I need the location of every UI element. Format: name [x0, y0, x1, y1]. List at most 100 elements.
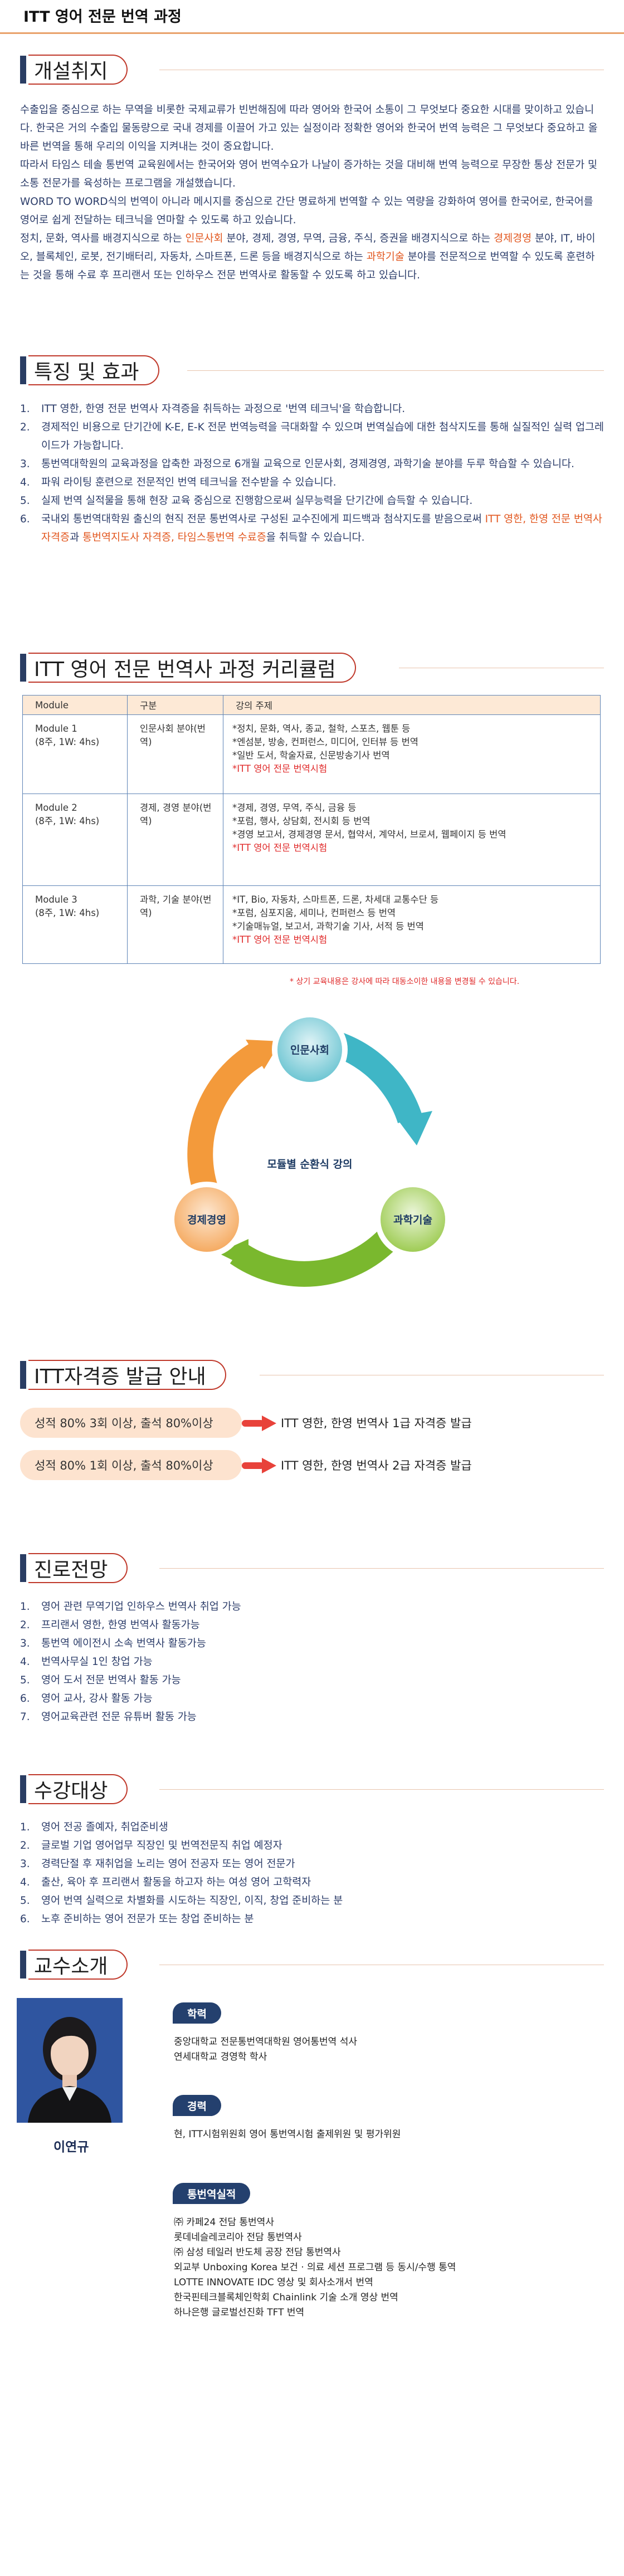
topic-line: *일반 도서, 학술자료, 신문방송기사 번역: [232, 750, 390, 761]
item-number: 1.: [20, 403, 30, 415]
section-title: 진로전망: [34, 1559, 108, 1581]
topic-line: *기술매뉴얼, 보고서, 과학기술 기사, 서적 등 번역: [232, 921, 424, 932]
header-pill: 진로전망: [28, 1553, 128, 1583]
column-header: 구분: [127, 695, 223, 715]
header-pill: 수강대상: [28, 1774, 128, 1804]
section-title: 개설취지: [34, 60, 108, 83]
item-text: 통번역대학원의 교육과정을 압축한 과정으로 6개월 교육으로 인문사회, 경제…: [41, 458, 574, 470]
item-number: 3.: [20, 1858, 30, 1870]
list-item: 2.글로벌 기업 영어업무 직장인 및 번역전문직 취업 예정자: [20, 1836, 605, 1855]
header-pill: 특징 및 효과: [28, 355, 159, 385]
item-number: 3.: [20, 458, 30, 470]
item-text: 영어 도서 전문 번역사 활동 가능: [41, 1674, 181, 1686]
item-text: 실제 번역 실적물을 통해 현장 교육 중심으로 진행함으로써 실무능력을 단기…: [41, 495, 473, 507]
module-name: Module 2: [35, 802, 77, 813]
item-text: 영어 전공 졸예자, 취업준비생: [41, 1821, 168, 1833]
header-bar: [20, 1361, 26, 1389]
highlight: ITT 영한, 한영 전문 번역사 자격증: [41, 513, 602, 543]
topic-cell: *경제, 경영, 무역, 주식, 금융 등 *포럼, 행사, 상담회, 전시회 …: [223, 794, 601, 886]
arrow-right-icon: [242, 1416, 276, 1431]
works-list: ㈜ 카페24 전담 통번역사 롯데네슬레코리아 전담 통번역사 ㈜ 삼성 테일러…: [174, 2215, 456, 2320]
category-cell: 경제, 경영 분야(번역): [127, 794, 223, 886]
item-text: 프리랜서 영한, 한영 번역사 활동가능: [41, 1619, 200, 1631]
header-pill: ITT 영어 전문 번역사 과정 커리큘럼: [28, 653, 356, 683]
column-header: Module: [22, 695, 128, 715]
module-duration: (8주, 1W: 4hs): [35, 908, 100, 918]
list-item: 5.영어 번역 실력으로 차별화를 시도하는 직장인, 이직, 창업 준비하는 …: [20, 1892, 605, 1910]
item-text: 노후 준비하는 영어 전문가 또는 창업 준비하는 분: [41, 1913, 254, 1925]
category-cell: 과학, 기술 분야(번역): [127, 885, 223, 964]
list-item: 4.출산, 육아 후 프리랜서 활동을 하고자 하는 여성 영어 고학력자: [20, 1873, 605, 1892]
item-text: 영어 교사, 강사 활동 가능: [41, 1693, 153, 1705]
header-pill: 교수소개: [28, 1950, 128, 1980]
arrow-right-icon: [242, 1458, 276, 1473]
item-number: 3.: [20, 1638, 30, 1649]
topic-line: *정치, 문화, 역사, 종교, 철학, 스포츠, 웹툰 등: [232, 723, 411, 734]
section-header-career: 진로전망: [20, 1550, 604, 1586]
item-number: 6.: [20, 513, 30, 525]
item-number: 1.: [20, 1821, 30, 1833]
section-title: 교수소개: [34, 1955, 108, 1978]
category-cell: 인문사회 분야(번역): [127, 714, 223, 794]
item-text: 글로벌 기업 영어업무 직장인 및 번역전문직 취업 예정자: [41, 1840, 282, 1852]
node-science: 과학기술: [375, 1182, 451, 1257]
module-duration: (8주, 1W: 4hs): [35, 737, 100, 747]
list-item: 4.번역사무실 1인 창업 가능: [20, 1653, 605, 1671]
certificate-condition: 성적 80% 3회 이상, 출석 80%이상: [20, 1408, 242, 1438]
purpose-paragraph: WORD TO WORD식의 번역이 아니라 메시지를 중심으로 간단 명료하게…: [20, 196, 593, 226]
header-line: [159, 1568, 604, 1569]
table-row: Module 3(8주, 1W: 4hs) 과학, 기술 분야(번역) *IT,…: [22, 885, 601, 964]
module-name: Module 1: [35, 723, 77, 734]
header-bar: [20, 56, 26, 84]
works-item: 한국핀테크블록체인학회 Chainlink 기술 소개 영상 번역: [174, 2292, 398, 2303]
node-label: 과학기술: [393, 1214, 432, 1226]
section-header-target: 수강대상: [20, 1771, 604, 1808]
header-bar: [20, 356, 26, 384]
career-history: 현, ITT시험위원회 영어 통번역시험 출제위원 및 평가위원: [174, 2127, 401, 2142]
list-item: 6. 국내외 통번역대학원 출신의 현직 전문 통번역사로 구성된 교수진에게 피…: [20, 510, 605, 547]
item-text: 국내외 통번역대학원 출신의 현직 전문 통번역사로 구성된 교수진에게 피드백…: [41, 510, 605, 547]
text: 을 취득할 수 있습니다.: [266, 532, 365, 543]
node-humanities: 인문사회: [272, 1012, 348, 1088]
certificate-result: ITT 영한, 한영 번역사 2급 자격증 발급: [281, 1459, 472, 1472]
header-bar: [20, 654, 26, 682]
career-list: 1.영어 관련 무역기업 인하우스 번역사 취업 가능 2.프리랜서 영한, 한…: [20, 1598, 605, 1726]
text: 분야를 전문적으로 번역할 수 있도록 훈련하는 것을 통해 수료 후 프리랜서…: [20, 251, 595, 281]
purpose-text: 수출입을 중심으로 하는 무역을 비롯한 국제교류가 빈번해짐에 따라 영어와 …: [20, 101, 603, 285]
list-item: 5.영어 도서 전문 번역사 활동 가능: [20, 1671, 605, 1689]
cycle-arrow-green: [218, 1230, 397, 1287]
section-title: ITT자격증 발급 안내: [34, 1365, 206, 1388]
text: 분야, 경제, 경영, 무역, 금융, 주식, 증권을 배경지식으로 하는: [223, 233, 494, 244]
exam-line: *ITT 영어 전문 번역시험: [232, 843, 328, 853]
badge-works: 통번역실적: [173, 2183, 251, 2204]
module-cell: Module 2(8주, 1W: 4hs): [22, 794, 128, 886]
item-number: 4.: [20, 477, 30, 488]
item-text: 영어교육관련 전문 유튜버 활동 가능: [41, 1711, 197, 1723]
item-number: 6.: [20, 1693, 30, 1705]
cycle-diagram: 인문사회 과학기술 경제경영 모듈별 순환식 강의: [169, 1012, 451, 1287]
professor-name: 이연규: [53, 2140, 89, 2154]
highlight: 경제경영: [494, 233, 532, 244]
item-number: 5.: [20, 495, 30, 507]
section-header-features: 특징 및 효과: [20, 352, 604, 389]
purpose-paragraph: 정치, 문화, 역사를 배경지식으로 하는 인문사회 분야, 경제, 경영, 무…: [20, 229, 603, 285]
item-text: 경제적인 비용으로 단기간에 K-E, E-K 전문 번역능력을 극대화할 수 …: [41, 422, 604, 452]
list-item: 1.영어 관련 무역기업 인하우스 번역사 취업 가능: [20, 1598, 605, 1616]
exam-line: *ITT 영어 전문 번역시험: [232, 763, 328, 774]
item-text: 영어 관련 무역기업 인하우스 번역사 취업 가능: [41, 1601, 241, 1613]
works-item: LOTTE INNOVATE IDC 영상 및 회사소개서 번역: [174, 2277, 373, 2288]
list-item: 1. 영어 전공 졸예자, 취업준비생: [20, 1818, 605, 1836]
header-bar: [20, 1554, 26, 1582]
table-row: Module 1 (8주, 1W: 4hs) 인문사회 분야(번역) *정치, 문…: [22, 714, 601, 794]
list-item: 4.파워 라이팅 훈련으로 전문적인 번역 테크닉을 전수받을 수 있습니다.: [20, 473, 605, 492]
cycle-arrow-orange: [187, 1040, 281, 1205]
header-pill: 개설취지: [28, 55, 128, 85]
page-title: ITT 영어 전문 번역 과정: [23, 8, 182, 26]
header-line: [187, 370, 604, 371]
list-item: 1.ITT 영한, 한영 전문 번역사 자격증을 취득하는 과정으로 '번역 테…: [20, 400, 605, 418]
module-name: Module 3: [35, 894, 77, 905]
badge-education: 학력: [173, 2002, 221, 2024]
item-number: 4.: [20, 1656, 30, 1668]
title-divider: [0, 32, 624, 34]
